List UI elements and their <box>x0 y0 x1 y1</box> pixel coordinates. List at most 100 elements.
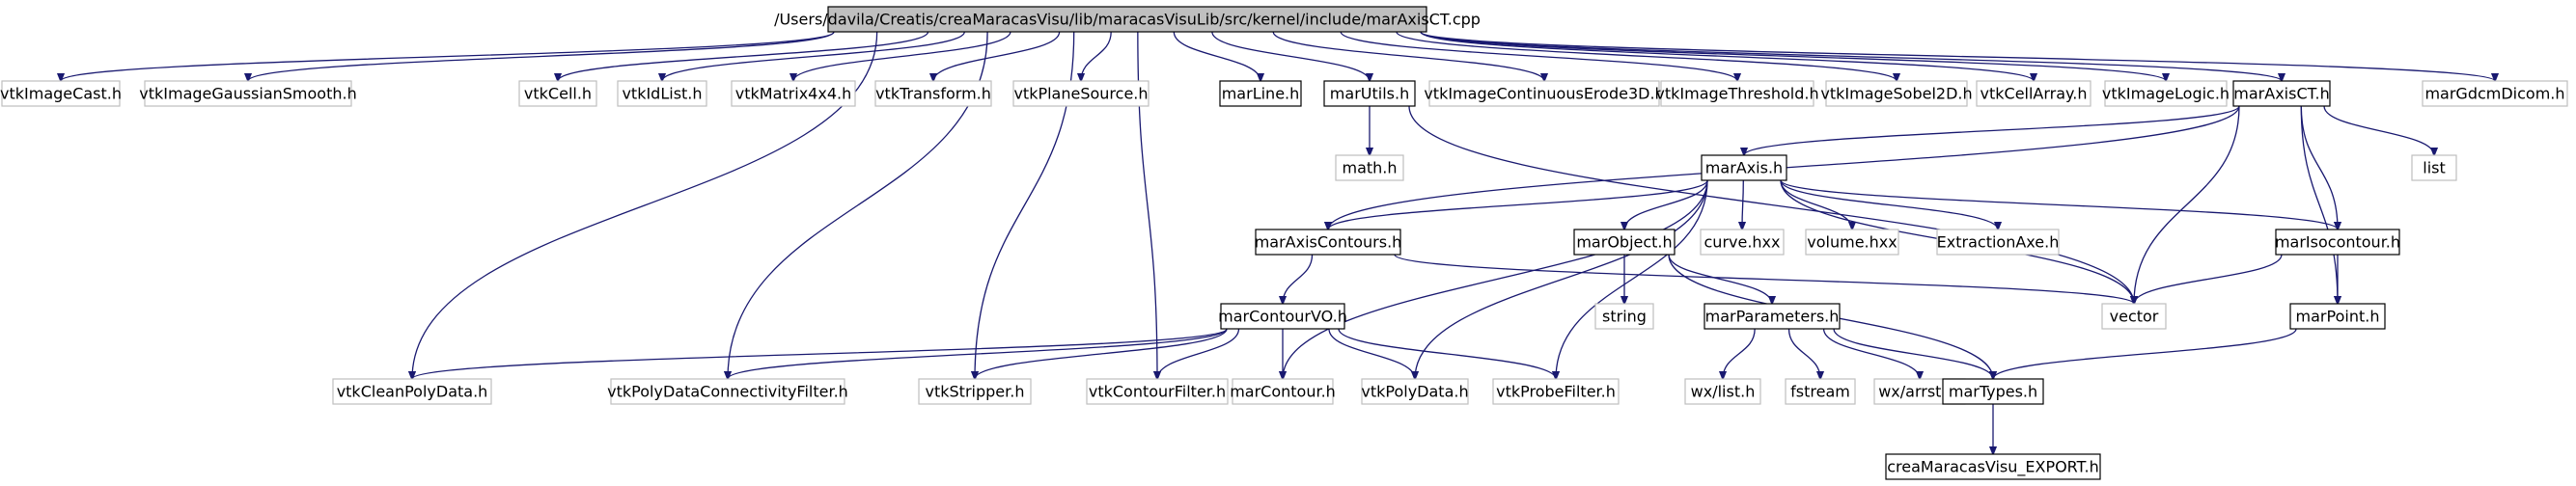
node-box <box>1573 229 1676 256</box>
edge-marAxisContours-to-vector <box>1394 254 2134 304</box>
node-vtkStripper: vtkStripper.h <box>918 378 1032 405</box>
node-vector: vector <box>2101 303 2167 330</box>
edge-marAxisContours-to-marContourVO <box>1283 254 1314 304</box>
node-box <box>1660 80 1814 107</box>
edge-root-to-marLine <box>1173 31 1260 81</box>
node-label: marUtils.h <box>1330 85 1409 103</box>
node-label: marObject.h <box>1576 233 1672 252</box>
edge-root-to-vtkImageCast <box>61 31 835 81</box>
node-box <box>874 80 992 107</box>
node-label: vtkProbeFilter.h <box>1496 383 1616 401</box>
node-label: vtkTransform.h <box>875 85 991 103</box>
node-fstream: fstream <box>1785 378 1856 405</box>
node-vtkImageGaussianSmooth: vtkImageGaussianSmooth.h <box>139 80 357 107</box>
node-label: fstream <box>1790 383 1850 401</box>
node-box <box>1428 80 1660 107</box>
node-box <box>918 378 1032 405</box>
node-label: marAxis.h <box>1705 159 1783 177</box>
node-label: vtkImageThreshold.h <box>1655 85 1818 103</box>
edge-marAxisCT-to-marAxis <box>1744 105 2240 155</box>
edge-marParameters-to-marTypes <box>1833 328 1993 379</box>
node-box <box>1701 154 1787 181</box>
edge-root-to-vtkImageGaussianSmooth <box>248 31 835 81</box>
node-box <box>1976 80 2091 107</box>
node-vtkIdList: vtkIdList.h <box>617 80 707 107</box>
node-label: vtkPolyData.h <box>1361 383 1468 401</box>
node-label: vtkImageSobel2D.h <box>1820 85 1972 103</box>
node-label: vtkCellArray.h <box>1980 85 2088 103</box>
edge-marContourVO-to-vtkStripper <box>975 328 1228 379</box>
node-box <box>2101 303 2167 330</box>
edge-marAxis-to-curve <box>1742 179 1743 230</box>
node-box <box>518 80 597 107</box>
node-marLine[interactable]: marLine.h <box>1219 80 1302 107</box>
node-vtkCell: vtkCell.h <box>518 80 597 107</box>
node-marTypes[interactable]: marTypes.h <box>1942 378 2044 405</box>
edge-marContourVO-to-vtkPolyDataConnectivityFilter <box>728 328 1228 379</box>
node-box <box>1361 378 1469 405</box>
node-vtkImageSobel2D: vtkImageSobel2D.h <box>1820 80 1973 107</box>
edge-marPoint-to-marTypes <box>1993 328 2297 379</box>
node-marIsocontour[interactable]: marIsocontour.h <box>2275 229 2400 256</box>
node-box <box>144 80 352 107</box>
node-box <box>731 80 856 107</box>
node-marContourVO[interactable]: marContourVO.h <box>1218 303 1347 330</box>
node-label: curve.hxx <box>1704 233 1781 252</box>
node-box <box>1785 378 1856 405</box>
node-marAxis[interactable]: marAxis.h <box>1701 154 1787 181</box>
edge-marAxis-to-ExtractionAxe <box>1780 179 1998 230</box>
node-label: marContour.h <box>1230 383 1336 401</box>
node-marPoint[interactable]: marPoint.h <box>2289 303 2386 330</box>
node-label: string <box>1602 308 1647 326</box>
node-box <box>332 378 492 405</box>
node-list: list <box>2411 154 2457 181</box>
node-label: volume.hxx <box>1807 233 1897 252</box>
node-marAxisCT[interactable]: marAxisCT.h <box>2232 80 2331 107</box>
node-marAxisContours[interactable]: marAxisContours.h <box>1255 229 1402 256</box>
node-label: creaMaracasVisu_EXPORT.h <box>1887 458 2098 477</box>
node-label: ExtractionAxe.h <box>1937 233 2060 252</box>
node-box <box>1703 303 1841 330</box>
node-root[interactable]: /Users/davila/Creatis/creaMaracasVisu/li… <box>774 6 1481 33</box>
node-label: vtkMatrix4x4.h <box>735 85 851 103</box>
node-marObject[interactable]: marObject.h <box>1573 229 1676 256</box>
node-creaExport[interactable]: creaMaracasVisu_EXPORT.h <box>1885 453 2101 480</box>
edge-marAxis-to-vtkProbeFilter <box>1556 179 1708 379</box>
node-marUtils[interactable]: marUtils.h <box>1323 80 1416 107</box>
node-label: vtkIdList.h <box>622 85 702 103</box>
edge-root-to-vtkCell <box>558 31 929 81</box>
node-label: vtkCell.h <box>524 85 592 103</box>
node-box <box>1220 303 1345 330</box>
node-box <box>1805 229 1899 256</box>
node-label: vtkContourFilter.h <box>1089 383 1226 401</box>
edge-marContourVO-to-vtkContourFilter <box>1157 328 1240 379</box>
node-label: vtkStripper.h <box>926 383 1025 401</box>
node-box <box>610 378 845 405</box>
node-box <box>1255 229 1401 256</box>
edge-marAxis-to-marAxisContours <box>1328 179 1708 230</box>
node-box <box>1825 80 1968 107</box>
node-math: math.h <box>1335 154 1404 181</box>
edge-marAxisCT-to-list <box>2323 105 2434 155</box>
edge-root-to-vtkImageLogic <box>1420 31 2166 81</box>
node-box <box>1936 229 2060 256</box>
edge-marIsocontour-to-vector <box>2134 254 2283 304</box>
node-label: marAxisContours.h <box>1255 233 1402 252</box>
edge-root-to-vtkImageContinuousErode3D <box>1272 31 1544 81</box>
node-vtkContourFilter: vtkContourFilter.h <box>1086 378 1229 405</box>
edge-marAxis-to-marContour <box>1283 179 1708 379</box>
node-label: marPoint.h <box>2296 308 2380 326</box>
edge-root-to-vtkMatrix4x4 <box>793 31 1011 81</box>
node-volume: volume.hxx <box>1805 229 1899 256</box>
node-label: vtkImageGaussianSmooth.h <box>139 85 356 103</box>
node-box <box>1335 154 1404 181</box>
node-marParameters[interactable]: marParameters.h <box>1703 303 1841 330</box>
edge-marUtils-to-vector <box>1408 105 2134 304</box>
node-box <box>2411 154 2457 181</box>
edge-marContourVO-to-vtkPolyData <box>1328 328 1415 379</box>
edge-marAxisCT-to-marPoint <box>2300 105 2338 304</box>
node-marContour: marContour.h <box>1230 378 1336 405</box>
node-label: list <box>2423 159 2446 177</box>
edge-root-to-vtkImageSobel2D <box>1396 31 1897 81</box>
